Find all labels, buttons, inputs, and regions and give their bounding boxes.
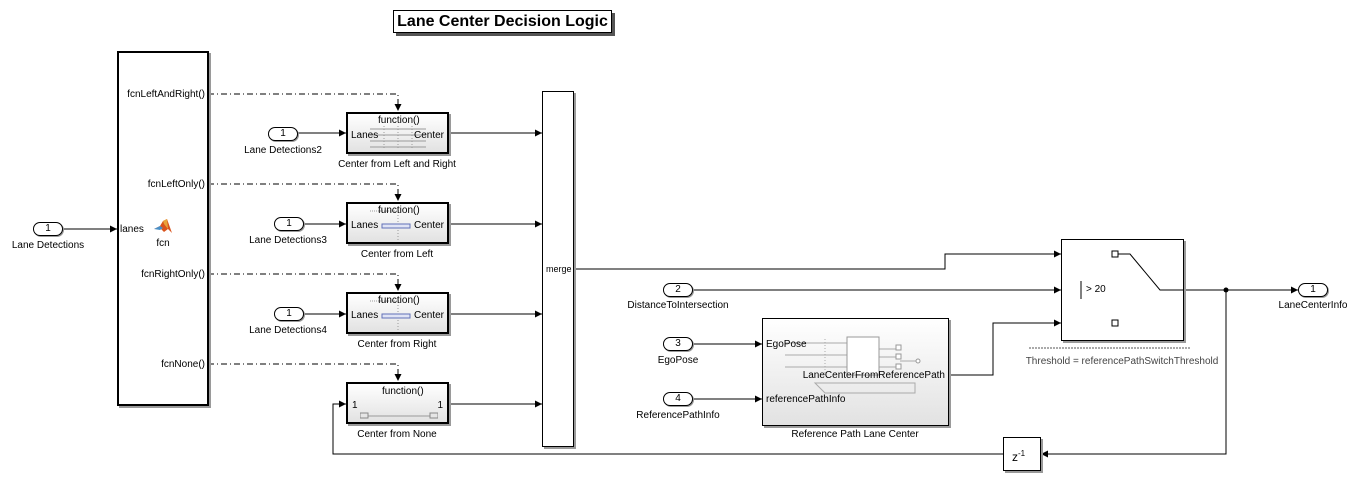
fcn-input-label: lanes xyxy=(120,224,144,235)
subsystem-center-from-left-and-right[interactable]: function() Lanes Center xyxy=(346,112,449,154)
unit-delay-label: z-1 xyxy=(1012,447,1025,464)
inport-lane-detections2[interactable]: 1 xyxy=(268,127,298,141)
ref-block-in2-label: referencePathInfo xyxy=(766,394,846,405)
inport-lane-detections-label: Lane Detections xyxy=(11,240,85,251)
inport-ego-pose-label: EgoPose xyxy=(657,355,699,366)
inport-lane-detections2-label: Lane Detections2 xyxy=(244,145,322,156)
merge-block[interactable] xyxy=(542,91,574,447)
ref-block-out-label: LaneCenterFromReferencePath xyxy=(802,370,945,381)
fcn-block-label: fcn xyxy=(156,238,170,249)
line-delay-to-none xyxy=(332,400,1003,455)
unit-delay-base: z xyxy=(1012,450,1018,464)
subsystem-center-from-right[interactable]: function() Lanes Center xyxy=(346,292,449,334)
inport-reference-path-info-label: ReferencePathInfo xyxy=(636,410,720,421)
line-feedback-to-delay xyxy=(1041,290,1227,458)
subsystem3-in-label: Lanes xyxy=(351,310,379,321)
inport-lane-detections4[interactable]: 1 xyxy=(274,307,304,321)
outport-lane-center-info-label: LaneCenterInfo xyxy=(1278,300,1348,311)
line-ref-to-switch xyxy=(949,319,1061,376)
fcn-output-left-and-right: fcnLeftAndRight() xyxy=(127,89,205,100)
subsystem4-name: Center from None xyxy=(357,429,437,440)
branch-point xyxy=(1223,287,1229,293)
inport-lane-detections3-label: Lane Detections3 xyxy=(249,235,327,246)
subsystem4-in-label: 1 xyxy=(352,400,358,411)
line-merge-to-switch xyxy=(574,250,1061,270)
subsystem1-name: Center from Left and Right xyxy=(338,159,456,170)
fcall-line-left-and-right xyxy=(208,93,402,111)
fcall-line-right-only xyxy=(208,273,402,291)
subsystem2-out-label: Center xyxy=(413,220,444,231)
unit-delay-block[interactable] xyxy=(1003,437,1041,471)
subsystem1-header: function() xyxy=(378,115,420,126)
switch-threshold-annotation: Threshold = referencePathSwitchThreshold xyxy=(1025,356,1219,367)
subsystem2-in-label: Lanes xyxy=(351,220,379,231)
matlab-logo-icon xyxy=(154,219,172,233)
subsystem-preview-icon xyxy=(370,209,411,241)
reference-path-lane-center-block[interactable]: EgoPose referencePathInfo LaneCenterFrom… xyxy=(762,318,949,426)
subsystem2-header: function() xyxy=(378,205,420,216)
subsystem3-header: function() xyxy=(378,295,420,306)
diagram-title: Lane Center Decision Logic xyxy=(393,10,612,33)
subsystem4-out-label: 1 xyxy=(437,400,443,411)
unit-delay-exponent: -1 xyxy=(1018,449,1026,458)
fcall-line-left-only xyxy=(208,183,402,201)
subsystem-preview-icon xyxy=(370,126,426,150)
switch-lever xyxy=(1118,253,1184,291)
outport-lane-center-info[interactable]: 1 xyxy=(1298,283,1328,297)
fcall-line-none xyxy=(208,363,402,381)
inport-lane-detections4-label: Lane Detections4 xyxy=(249,325,327,336)
merge-label: merge xyxy=(546,264,572,274)
inport-distance-label: DistanceToIntersection xyxy=(627,300,729,311)
inport-distance-to-intersection[interactable]: 2 xyxy=(663,283,693,297)
ref-block-name: Reference Path Lane Center xyxy=(791,429,919,440)
inport-lane-detections3[interactable]: 1 xyxy=(274,217,304,231)
subsystem2-name: Center from Left xyxy=(360,249,434,260)
subsystem3-out-label: Center xyxy=(413,310,444,321)
subsystem-preview-icon xyxy=(370,299,411,331)
switch-port-marker-bottom xyxy=(1111,319,1119,327)
inport-lane-detections[interactable]: 1 xyxy=(33,222,63,236)
inport-reference-path-info[interactable]: 4 xyxy=(663,392,693,406)
subsystem4-header: function() xyxy=(382,386,424,397)
subsystem3-name: Center from Right xyxy=(357,339,437,350)
switch-block[interactable] xyxy=(1061,239,1184,341)
fcn-output-right-only: fcnRightOnly() xyxy=(141,269,205,280)
fcn-output-left-only: fcnLeftOnly() xyxy=(147,179,205,190)
fcn-output-none: fcnNone() xyxy=(161,359,205,370)
subsystem-center-from-none[interactable]: function() 1 1 xyxy=(346,382,449,424)
subsystem-preview-icon xyxy=(360,412,438,419)
subsystem1-out-label: Center xyxy=(413,130,444,141)
subsystem-preview-icon xyxy=(785,336,921,394)
subsystem-center-from-left[interactable]: function() Lanes Center xyxy=(346,202,449,244)
inport-ego-pose[interactable]: 3 xyxy=(663,337,693,351)
switch-criteria-label: > 20 xyxy=(1086,284,1106,295)
subsystem1-in-label: Lanes xyxy=(351,130,379,141)
ref-block-in1-label: EgoPose xyxy=(766,339,807,350)
